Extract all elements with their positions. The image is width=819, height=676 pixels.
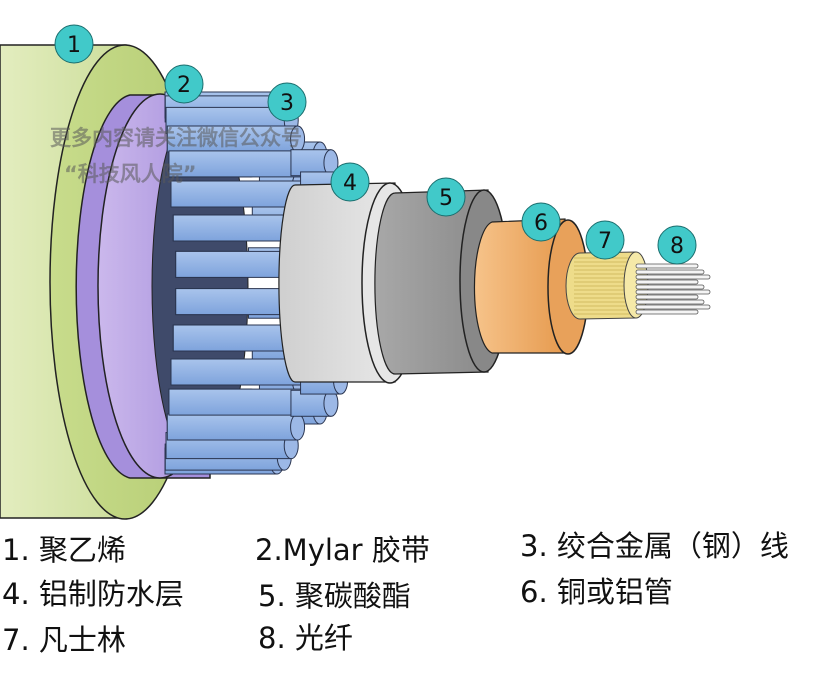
optical-fiber-bundle [635,263,711,315]
callout-5: 5 [426,177,466,217]
callout-2: 2 [164,64,204,104]
callout-number: 5 [439,186,453,211]
callout-number: 4 [343,171,357,196]
callout-7: 7 [585,220,625,260]
callout-4: 4 [330,162,370,202]
optical-fiber [635,309,699,315]
optical-fiber [635,294,699,300]
steel-wire-strand [166,413,306,441]
callout-3: 3 [267,82,307,122]
legend-item-aluminum: 4. 铝制防水层 [2,577,184,611]
optical-fiber [635,304,711,310]
callout-number: 1 [67,33,81,58]
callout-number: 7 [598,229,612,254]
optical-fiber [635,299,705,305]
optical-fiber [635,274,711,280]
callout-number: 2 [177,73,191,98]
steel-wire-strand [290,149,339,177]
optical-fiber [635,289,711,295]
steel-wire-strand [290,389,339,417]
legend-item-polyethylene: 1. 聚乙烯 [2,533,126,567]
legend-item-tube: 6. 铜或铝管 [520,575,673,609]
callout-number: 6 [534,211,548,236]
steel-wire-strand [168,388,311,416]
callout-1: 1 [54,24,94,64]
callout-8: 8 [657,225,697,265]
optical-fiber [635,284,705,290]
watermark-line-2: “科技风人院” [64,162,197,186]
callout-number: 3 [280,91,294,116]
callout-number: 8 [670,234,684,259]
watermark-line-1: 更多内容请关注微信公众号 [50,126,302,150]
legend-item-steel-wire: 3. 绞合金属（钢）线 [520,529,789,563]
legend-item-vaseline: 7. 凡士林 [2,623,126,657]
callout-6: 6 [521,202,561,242]
steel-wire-strand [166,125,306,153]
legend-item-mylar: 2.Mylar 胶带 [255,533,430,567]
legend-item-optical-fiber: 8. 光纤 [258,621,353,655]
optical-fiber [635,279,699,285]
legend-item-polycarbonate: 5. 聚碳酸酯 [258,579,411,613]
vaseline-gel-layer [565,251,649,320]
callout-markers: 1 2 3 4 5 6 7 8 [54,24,697,265]
optical-fiber [635,269,705,275]
optical-fiber [635,263,699,269]
